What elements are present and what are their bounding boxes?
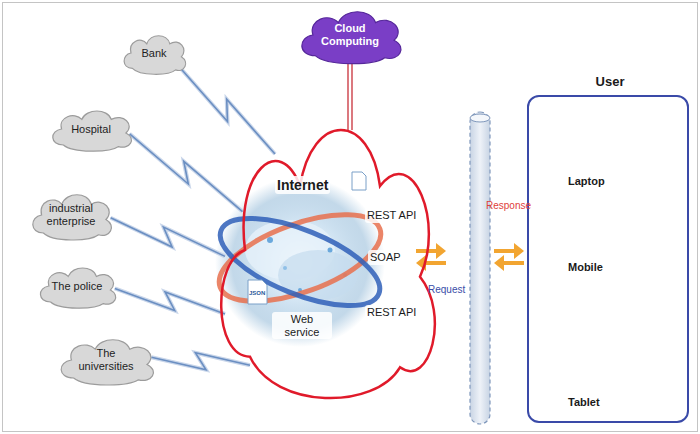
- response-label: Response: [486, 200, 531, 211]
- lightning-line: [151, 353, 250, 370]
- node-text: Cloud Computing: [310, 22, 391, 47]
- lightning-link: [115, 288, 225, 314]
- lightning-shadow: [179, 67, 275, 154]
- api-label: REST API: [365, 305, 418, 320]
- text-holder: Bank: [118, 30, 190, 76]
- node-text: Hospital: [71, 123, 111, 136]
- client-cloud: The universities: [52, 333, 160, 387]
- device-label: Mobile: [568, 261, 603, 273]
- exchange-arrows: [494, 243, 524, 271]
- exchange-arrows: [416, 255, 446, 271]
- text-holder: Hospital: [45, 105, 137, 153]
- cloud-outline: [200, 90, 450, 410]
- lightning-link: [179, 67, 275, 154]
- text-holder: Cloud Computing: [292, 4, 408, 66]
- cloud-link: [348, 63, 352, 130]
- globe: [267, 237, 273, 243]
- json-file-icon: [352, 172, 366, 190]
- lightning-shadow: [130, 134, 243, 212]
- text-holder: The police: [33, 262, 121, 310]
- text-holder: The universities: [52, 333, 160, 387]
- lightning-shadow: [111, 218, 225, 257]
- api-label: SOAP: [368, 250, 403, 265]
- panel-heading: User: [529, 75, 691, 90]
- lightning-shadow: [151, 353, 250, 370]
- node-text: industrial enterprise: [39, 202, 103, 227]
- json-file-icon: [248, 280, 267, 304]
- exchange-arrows: [416, 243, 524, 271]
- lightning-link: [151, 353, 250, 370]
- cloud-outline-path: [40, 268, 115, 308]
- cloud-outline-path: [124, 36, 186, 75]
- cloud-title: Internet: [275, 176, 330, 194]
- json-label: JSON: [249, 290, 265, 297]
- gateway-bar: [470, 114, 490, 122]
- cloud-outline-path: [221, 130, 435, 398]
- cloud-computing-cloud: Cloud Computing: [292, 4, 408, 66]
- double-link-line: [351, 63, 352, 130]
- gateway-bar: [470, 112, 490, 424]
- internet-cloud: InternetREST API SOAP REST API Web service: [200, 90, 450, 410]
- lightning-shadow: [115, 288, 225, 314]
- cloud-outline-path: [53, 111, 132, 151]
- node-text: Bank: [141, 47, 166, 60]
- exchange-arrows: [494, 255, 524, 271]
- lightning-line: [179, 67, 275, 154]
- lightning-line: [130, 134, 243, 212]
- cloud-outline-path: [302, 12, 401, 64]
- device-label: Laptop: [568, 175, 605, 187]
- lightning-link: [111, 218, 225, 257]
- node-text: The police: [52, 280, 103, 293]
- service-label: Web service: [272, 312, 332, 339]
- globe: [283, 266, 287, 270]
- exchange-arrows: [416, 243, 446, 259]
- client-cloud: The police: [33, 262, 121, 310]
- client-cloud: industrial enterprise: [25, 188, 117, 242]
- device-label: Tablet: [568, 396, 600, 408]
- client-cloud: Hospital: [45, 105, 137, 153]
- lightning-line: [115, 288, 225, 314]
- cloud-outline-path: [33, 195, 112, 240]
- lightning-link: [130, 134, 243, 212]
- exchange-arrows: [494, 243, 524, 259]
- text-holder: industrial enterprise: [25, 188, 117, 242]
- orbit-rings: [209, 200, 391, 323]
- api-label: REST API: [365, 208, 418, 223]
- request-label: Request: [428, 284, 465, 295]
- double-link-line: [347, 63, 348, 130]
- user-panel: User: [527, 95, 689, 423]
- cloud-outline-path: [61, 340, 153, 385]
- json-file-icon: [248, 172, 366, 304]
- node-text: The universities: [68, 347, 144, 372]
- exchange-arrows: [416, 243, 446, 271]
- client-cloud: Bank: [118, 30, 190, 76]
- gateway-bar: [470, 112, 490, 424]
- lightning-line: [111, 218, 225, 257]
- globe: [328, 248, 333, 253]
